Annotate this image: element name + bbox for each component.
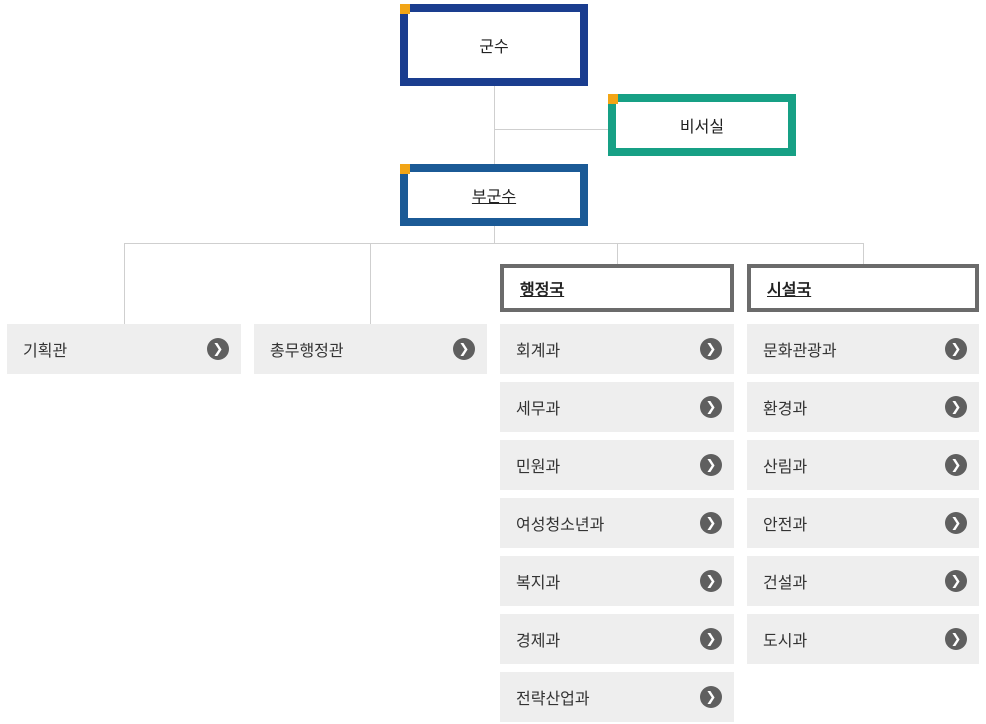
- unit-planning[interactable]: 기획관 ❯: [7, 324, 241, 374]
- department-item[interactable]: 세무과 ❯: [500, 382, 734, 432]
- chevron-right-circle-icon: ❯: [945, 512, 967, 534]
- unit-label: 총무행정관: [270, 341, 344, 360]
- unit-general-affairs[interactable]: 총무행정관 ❯: [254, 324, 487, 374]
- department-label: 민원과: [516, 457, 561, 476]
- department-label: 복지과: [516, 573, 561, 592]
- vice-mayor-label: 부군수: [471, 187, 517, 206]
- connector-drop-1: [124, 243, 125, 324]
- department-label: 세무과: [516, 399, 561, 418]
- secretary-box[interactable]: 비서실: [608, 94, 796, 156]
- chevron-right-circle-icon: ❯: [700, 628, 722, 650]
- chevron-right-circle-icon: ❯: [207, 338, 229, 360]
- chevron-right-circle-icon: ❯: [700, 686, 722, 708]
- department-item[interactable]: 안전과 ❯: [747, 498, 979, 548]
- chevron-right-circle-icon: ❯: [945, 628, 967, 650]
- chevron-right-circle-icon: ❯: [700, 512, 722, 534]
- department-item[interactable]: 민원과 ❯: [500, 440, 734, 490]
- department-label: 문화관광과: [763, 341, 837, 360]
- connector-drop-4: [863, 243, 864, 264]
- department-label: 전략산업과: [516, 689, 590, 708]
- secretary-label: 비서실: [679, 117, 725, 136]
- corner-accent: [400, 164, 410, 174]
- chevron-right-circle-icon: ❯: [945, 454, 967, 476]
- department-label: 도시과: [763, 631, 808, 650]
- department-label: 안전과: [763, 515, 808, 534]
- department-item[interactable]: 건설과 ❯: [747, 556, 979, 606]
- connector-mayor-vice: [494, 86, 495, 164]
- bureau-title: 행정국: [520, 280, 565, 299]
- vice-mayor-box[interactable]: 부군수: [400, 164, 588, 226]
- department-item[interactable]: 산림과 ❯: [747, 440, 979, 490]
- department-label: 경제과: [516, 631, 561, 650]
- department-item[interactable]: 문화관광과 ❯: [747, 324, 979, 374]
- corner-accent: [608, 94, 618, 104]
- department-item[interactable]: 도시과 ❯: [747, 614, 979, 664]
- department-label: 환경과: [763, 399, 808, 418]
- connector-horizontal: [124, 243, 864, 244]
- department-item[interactable]: 복지과 ❯: [500, 556, 734, 606]
- unit-label: 기획관: [23, 341, 68, 360]
- department-label: 회계과: [516, 341, 561, 360]
- department-item[interactable]: 여성청소년과 ❯: [500, 498, 734, 548]
- mayor-label: 군수: [479, 37, 509, 56]
- department-item[interactable]: 회계과 ❯: [500, 324, 734, 374]
- corner-accent: [400, 4, 410, 14]
- chevron-right-circle-icon: ❯: [700, 396, 722, 418]
- department-item[interactable]: 전략산업과 ❯: [500, 672, 734, 722]
- mayor-box[interactable]: 군수: [400, 4, 588, 86]
- bureau-title: 시설국: [767, 280, 812, 299]
- connector-drop-2: [370, 243, 371, 324]
- chevron-right-circle-icon: ❯: [700, 338, 722, 360]
- chevron-right-circle-icon: ❯: [700, 570, 722, 592]
- chevron-right-circle-icon: ❯: [945, 338, 967, 360]
- department-item[interactable]: 경제과 ❯: [500, 614, 734, 664]
- chevron-right-circle-icon: ❯: [945, 396, 967, 418]
- department-item[interactable]: 환경과 ❯: [747, 382, 979, 432]
- chevron-right-circle-icon: ❯: [453, 338, 475, 360]
- connector-vice-down: [494, 226, 495, 244]
- bureau-facilities[interactable]: 시설국: [747, 264, 979, 312]
- connector-drop-3: [617, 243, 618, 264]
- chevron-right-circle-icon: ❯: [700, 454, 722, 476]
- chevron-right-circle-icon: ❯: [945, 570, 967, 592]
- department-label: 여성청소년과: [516, 515, 605, 534]
- connector-secretary: [494, 129, 608, 130]
- bureau-administration[interactable]: 행정국: [500, 264, 734, 312]
- department-label: 건설과: [763, 573, 808, 592]
- department-label: 산림과: [763, 457, 808, 476]
